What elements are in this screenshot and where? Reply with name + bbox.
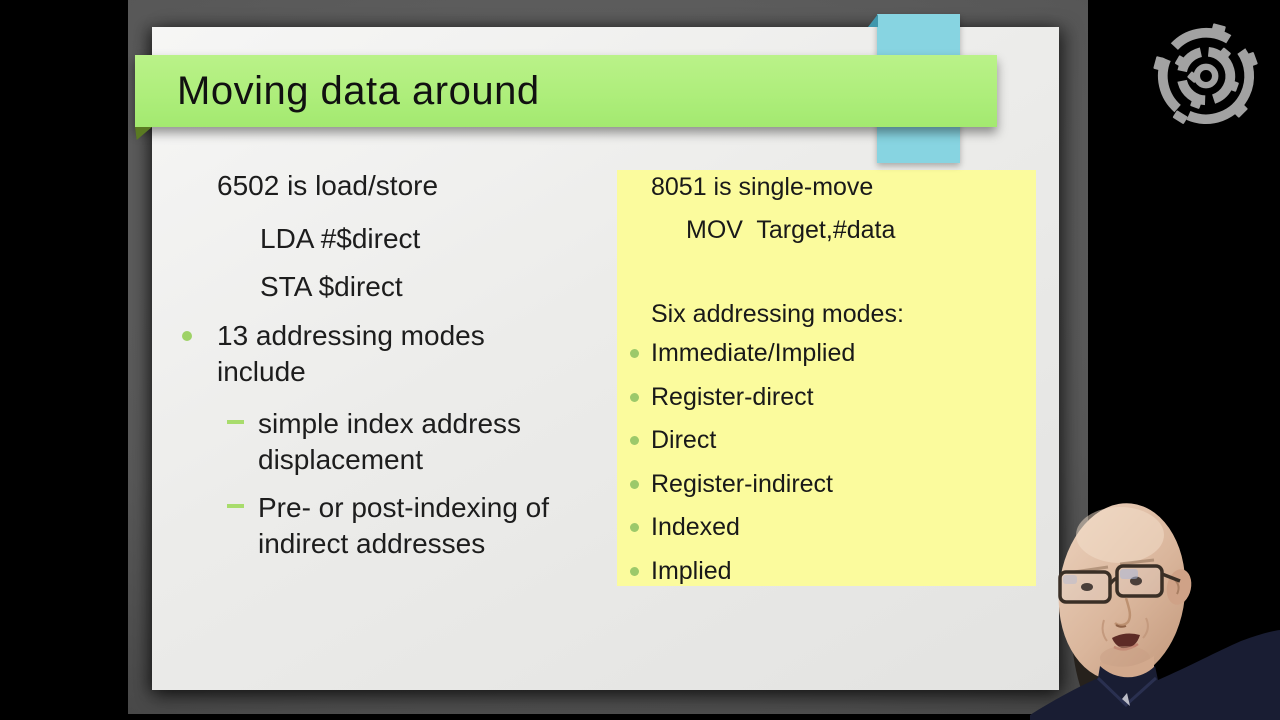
left-bullet-1: 13 addressing modes include — [217, 320, 485, 387]
title-banner: Moving data around — [135, 55, 997, 127]
list-item: Register-direct — [617, 376, 1036, 420]
yellow-code-line: MOV Target,#data — [686, 216, 896, 244]
bullet-dot-icon — [182, 331, 192, 341]
addressing-modes-list: Immediate/Implied Register-direct Direct… — [617, 332, 1036, 593]
glasses — [1058, 564, 1181, 604]
list-item-label: Immediate/Implied — [651, 339, 856, 368]
bullet-dot-icon — [630, 566, 639, 576]
left-sub-bullet-2: Pre- or post-indexing of indirect addres… — [258, 492, 550, 559]
bullet-dot-icon — [630, 479, 639, 489]
list-item: Implied — [617, 550, 1036, 594]
list-item: Immediate/Implied — [617, 332, 1036, 376]
yellow-panel: 8051 is single-move MOV Target,#data Six… — [617, 170, 1036, 586]
list-item: Register-indirect — [617, 463, 1036, 507]
bullet-dot-icon — [630, 349, 639, 359]
list-item: Indexed — [617, 506, 1036, 550]
list-item: Direct — [617, 419, 1036, 463]
left-heading: 6502 is load/store — [217, 170, 439, 201]
left-code-line-2: STA $direct — [260, 271, 403, 302]
gear-logo-icon — [1153, 23, 1258, 125]
list-item-label: Direct — [651, 426, 717, 455]
list-item-label: Register-indirect — [651, 469, 834, 498]
shirt — [1030, 630, 1280, 720]
list-item-label: Implied — [651, 556, 732, 585]
list-item-label: Indexed — [651, 513, 740, 542]
mouth — [1112, 633, 1140, 649]
cyan-ribbon-fold — [868, 14, 878, 27]
bullet-dot-icon — [630, 392, 639, 402]
sub-bullet-dash-icon — [227, 504, 244, 508]
sub-bullet-dash-icon — [227, 420, 244, 424]
yellow-subheading: Six addressing modes: — [651, 300, 904, 328]
list-item-label: Register-direct — [651, 382, 814, 411]
yellow-heading: 8051 is single-move — [651, 173, 874, 201]
left-code-line-1: LDA #$direct — [260, 223, 421, 254]
bullet-dot-icon — [630, 436, 639, 446]
left-sub-bullet-1: simple index address displacement — [258, 408, 522, 475]
slide-title: Moving data around — [177, 68, 540, 113]
presenter-webcam — [1030, 503, 1280, 720]
bullet-dot-icon — [630, 523, 639, 533]
